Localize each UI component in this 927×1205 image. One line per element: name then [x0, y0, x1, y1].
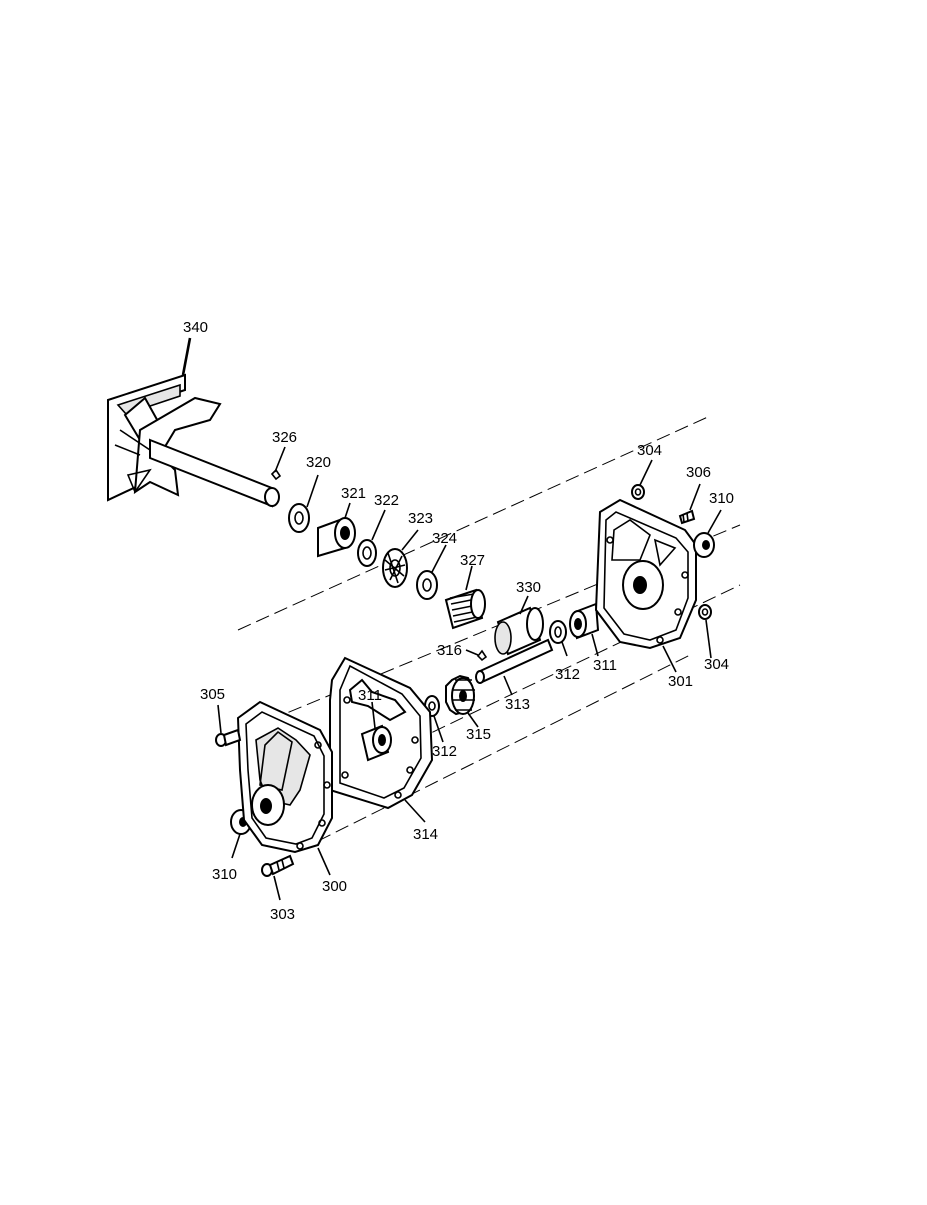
part-301-housing-right	[594, 498, 697, 650]
callout-labels: 340 326 320 321 322 323 324 327 330 316 …	[183, 319, 734, 923]
callout-340: 340	[183, 319, 208, 336]
part-300-housing-left	[236, 700, 333, 854]
callout-306: 306	[686, 464, 711, 481]
part-304-nut-bottom	[698, 604, 712, 620]
part-313-shaft	[475, 638, 554, 684]
callout-300: 300	[322, 878, 347, 895]
part-311-bushing-right	[569, 602, 600, 640]
callout-312-right: 312	[555, 666, 580, 683]
callout-310-right: 310	[709, 490, 734, 507]
callout-315: 315	[466, 726, 491, 743]
part-305-screw	[215, 728, 242, 747]
part-315-gear	[445, 674, 476, 716]
callout-305: 305	[200, 686, 225, 703]
callout-303: 303	[270, 906, 295, 923]
callout-322: 322	[374, 492, 399, 509]
callout-314: 314	[413, 826, 438, 843]
callout-327: 327	[460, 552, 485, 569]
part-322-washer	[357, 539, 377, 567]
part-330-sleeve	[494, 606, 544, 656]
callout-326: 326	[272, 429, 297, 446]
callout-324: 324	[432, 530, 457, 547]
callout-320: 320	[306, 454, 331, 471]
part-316-key	[476, 649, 488, 662]
part-312-washer-right	[549, 620, 567, 644]
part-304-nut-top	[631, 484, 645, 500]
callout-304-bottom: 304	[704, 656, 729, 673]
part-310-bearing-right	[693, 532, 715, 558]
callout-leader-lines	[181, 337, 722, 901]
part-327-worm-gear	[444, 588, 486, 630]
callout-311-left: 311	[358, 687, 382, 704]
callout-301: 301	[668, 673, 693, 690]
callout-321: 321	[341, 485, 366, 502]
callout-311-right: 311	[593, 657, 617, 674]
callout-330: 330	[516, 579, 541, 596]
part-320-washer	[288, 503, 310, 533]
part-323-thrust-bearing	[382, 548, 408, 588]
callout-310-left: 310	[212, 866, 237, 883]
part-311-bushing-left	[360, 724, 392, 762]
part-306-screw	[678, 509, 696, 525]
callout-323: 323	[408, 510, 433, 527]
part-340-bracket-shaft	[107, 373, 280, 508]
callout-312-left: 312	[432, 743, 457, 760]
callout-304-top: 304	[637, 442, 662, 459]
callout-316: 316	[437, 642, 462, 659]
part-324-washer	[416, 570, 438, 600]
callout-313: 313	[505, 696, 530, 713]
part-303-screw	[261, 854, 295, 877]
part-321-bushing	[317, 516, 356, 558]
